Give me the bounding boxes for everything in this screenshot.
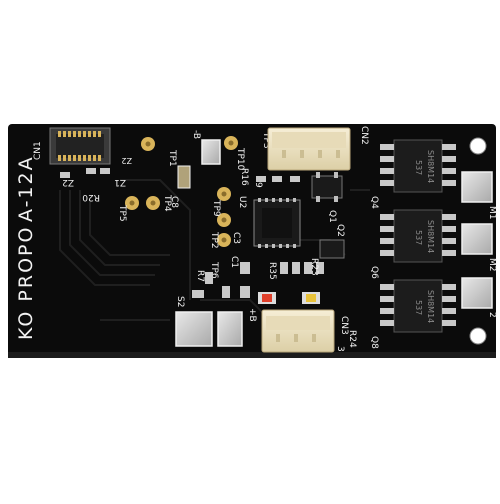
label-z2: Z2 xyxy=(62,177,74,187)
label-u2: U2 xyxy=(237,196,247,208)
mount-hole-bottom-right xyxy=(469,327,487,345)
mount-hole-top-right xyxy=(469,137,487,155)
board-label-model: A-12A xyxy=(15,155,37,222)
label-z2-b: Z2 xyxy=(121,156,132,165)
label-r35: R35 xyxy=(267,262,277,280)
motor-pads xyxy=(461,171,493,309)
minus-b-pad xyxy=(201,139,221,165)
label-c1: C1 xyxy=(229,256,239,268)
mosfet-2-marking: SH8M14 xyxy=(426,220,435,253)
q1-transistor xyxy=(311,172,343,202)
label-q4: Q4 xyxy=(369,196,379,209)
cn1-connector xyxy=(49,127,111,165)
mosfet-3-marking: SH8M14 xyxy=(426,290,435,323)
label-minus-b: -B xyxy=(191,130,201,139)
smd-components xyxy=(192,176,324,298)
label-tp5: TP5 xyxy=(117,204,127,222)
label-tp9: TP9 xyxy=(211,199,221,217)
label-r20: R20 xyxy=(82,192,100,202)
label-q2: Q2 xyxy=(335,224,345,237)
test-points xyxy=(125,136,238,247)
label-cn2: CN2 xyxy=(359,126,369,145)
label-tp10: TP10 xyxy=(235,147,245,171)
label-m1: M1 xyxy=(487,206,497,220)
label-cn1: CN1 xyxy=(33,141,43,160)
label-9: 9 xyxy=(253,182,263,188)
label-tp6: TP6 xyxy=(209,261,219,279)
pcb-board-shadow xyxy=(8,352,496,358)
board-label-main: KO PROPO xyxy=(15,226,37,340)
label-q6: Q6 xyxy=(369,266,379,279)
label-r23: R23 xyxy=(309,258,319,276)
mosfet-1: SH8M14 537 xyxy=(380,139,456,193)
label-r7: R7 xyxy=(195,270,205,282)
pcb-board xyxy=(8,124,496,356)
label-z1: Z1 xyxy=(114,177,126,187)
q2-transistor xyxy=(319,239,345,259)
label-m2: M2 xyxy=(487,258,497,272)
label-q8: Q8 xyxy=(369,336,379,349)
mosfet-2-code: 537 xyxy=(414,230,423,245)
label-cn3: CN3 xyxy=(339,316,349,335)
label-tp1: TP1 xyxy=(167,149,177,167)
label-q1: Q1 xyxy=(327,210,337,223)
label-s2: S2 xyxy=(175,296,185,307)
pcb-traces xyxy=(59,179,370,331)
s2-pads xyxy=(175,311,243,347)
mosfet-3: SH8M14 537 xyxy=(380,279,456,333)
label-r16: R16 xyxy=(239,168,249,186)
label-plus-b: +B xyxy=(247,308,257,322)
label-tp2: TP2 xyxy=(209,231,219,249)
label-tp3: TP3 xyxy=(261,131,271,149)
label-r24: R24 xyxy=(347,330,357,348)
label-tp4: TP4 xyxy=(162,194,172,212)
top-wire-connector xyxy=(267,127,351,171)
mosfet-1-code: 537 xyxy=(414,160,423,175)
c8-capacitor xyxy=(177,165,191,189)
label-c8: C8 xyxy=(169,196,179,208)
label-3: 3 xyxy=(335,346,345,352)
mosfet-1-marking: SH8M14 xyxy=(426,150,435,183)
mosfet-2: SH8M14 537 xyxy=(380,209,456,263)
label-2: 2 xyxy=(487,312,497,318)
label-c3: C3 xyxy=(231,232,241,244)
status-leds xyxy=(258,292,320,304)
cn3-connector xyxy=(261,309,335,353)
mosfet-3-code: 537 xyxy=(414,300,423,315)
u2-chip xyxy=(253,198,301,248)
